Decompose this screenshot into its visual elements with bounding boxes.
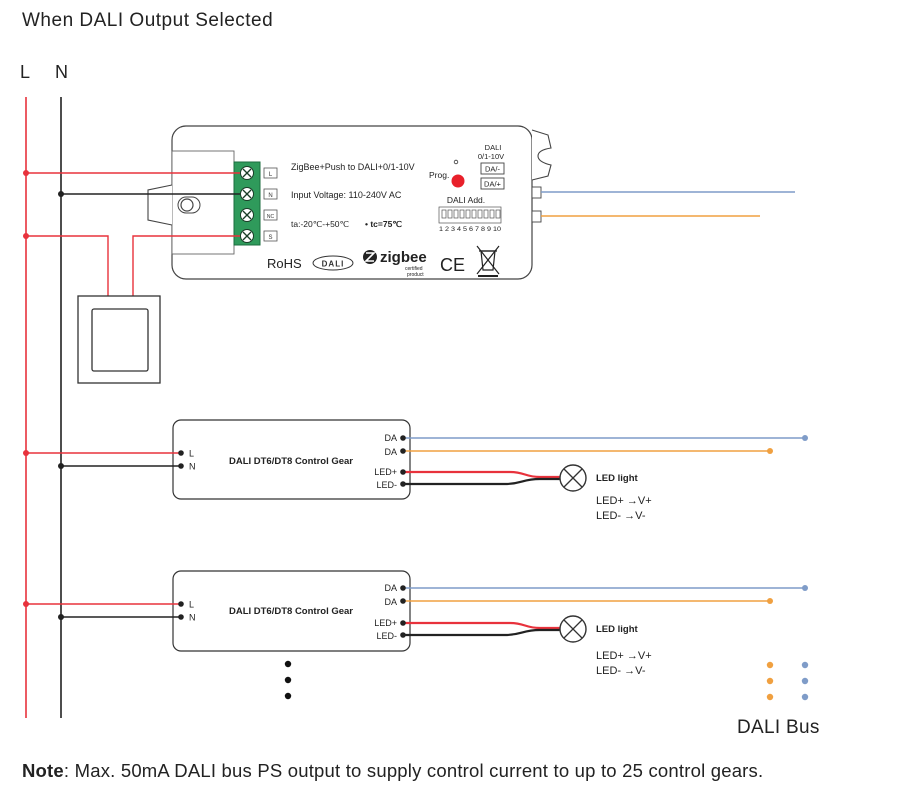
terminal-nc-label: NC xyxy=(267,214,275,220)
output-da-minus: DA/- xyxy=(485,165,501,174)
gear1-da2-label: DA xyxy=(384,447,397,457)
more-gears-ellipsis xyxy=(284,660,292,700)
line-label: L xyxy=(20,62,31,82)
note-bold: Note xyxy=(22,760,64,781)
gear1-l-label: L xyxy=(189,449,194,459)
gear1-led-lamp-icon xyxy=(559,464,587,492)
dali-bus-label: DALI Bus xyxy=(737,717,820,738)
terminal-block: L N NC S xyxy=(233,161,278,246)
rohs-logo: RoHS xyxy=(267,256,302,271)
wire-s-to-switch xyxy=(132,235,240,296)
gear2-map-minus: LED- →V- xyxy=(596,665,646,677)
terminal-s-label: S xyxy=(268,235,272,241)
gear2-ledminus-label: LED- xyxy=(376,631,397,641)
gear1-title: DALI DT6/DT8 Control Gear xyxy=(229,456,353,467)
zigbee-logo: zigbee xyxy=(380,249,427,266)
terminal-l-label: L xyxy=(269,172,273,178)
wire-l-to-switch xyxy=(26,235,109,296)
gear1-map-plus: LED+ →V+ xyxy=(596,495,652,507)
controller-model-text: ZigBee+Push to DALI+0/1-10V xyxy=(291,162,415,172)
gear2-light-label: LED light xyxy=(596,624,639,635)
gear2-map-plus: LED+ →V+ xyxy=(596,650,652,662)
dip-switch xyxy=(438,206,502,224)
control-gear-1: L N DALI DT6/DT8 Control Gear DA DA LED+… xyxy=(23,419,808,522)
note-text: : Max. 50mA DALI bus PS output to supply… xyxy=(63,760,764,781)
dali-address-label: DALI Add. xyxy=(447,195,485,205)
ce-mark: CE xyxy=(440,255,465,275)
controller-temp-range: ta:-20℃-+50℃ xyxy=(291,219,350,229)
terminal-n-label: N xyxy=(268,193,272,199)
range-label: 0/1-10V xyxy=(478,152,504,161)
footnote: Note: Max. 50mA DALI bus PS output to su… xyxy=(22,760,763,782)
gear1-da1-label: DA xyxy=(384,433,397,443)
gear1-ledminus-label: LED- xyxy=(376,480,397,490)
dali-logo xyxy=(312,255,354,271)
dip-numbers: 1 2 3 4 5 6 7 8 9 10 xyxy=(439,226,501,233)
gear2-da1-label: DA xyxy=(384,583,397,593)
gear2-l-label: L xyxy=(189,600,194,610)
prog-label: Prog. xyxy=(429,170,449,180)
controller-tc-text: • tc=75℃ xyxy=(365,219,402,229)
control-gear-2: L N DALI DT6/DT8 Control Gear DA DA LED+… xyxy=(23,570,808,677)
prog-led-indicator xyxy=(453,159,459,165)
zigbee-cert-1: certified xyxy=(405,266,423,272)
gear1-n-label: N xyxy=(189,462,196,472)
neutral-label: N xyxy=(55,62,68,82)
gear1-ledplus-label: LED+ xyxy=(374,467,397,477)
controller-housing xyxy=(147,125,552,280)
gear1-light-label: LED light xyxy=(596,473,639,484)
gear2-led-lamp-icon xyxy=(559,615,587,643)
gear2-n-label: N xyxy=(189,613,196,623)
prog-button xyxy=(451,174,465,188)
gear2-ledplus-label: LED+ xyxy=(374,618,397,628)
gear2-title: DALI DT6/DT8 Control Gear xyxy=(229,606,353,617)
weee-bin-icon xyxy=(476,245,500,277)
bus-continuation-dots xyxy=(766,661,809,701)
controller-input-voltage: Input Voltage: 110-240V AC xyxy=(291,190,402,200)
dali-output-label: DALI xyxy=(485,143,502,152)
diagram-title: When DALI Output Selected xyxy=(22,10,274,31)
zigbee-cert-2: product xyxy=(407,272,424,278)
gear2-da2-label: DA xyxy=(384,597,397,607)
dali-logo-text: DALI xyxy=(322,260,345,269)
push-switch xyxy=(77,295,161,384)
gear1-map-minus: LED- →V- xyxy=(596,510,646,522)
output-da-plus: DA/+ xyxy=(484,180,502,189)
